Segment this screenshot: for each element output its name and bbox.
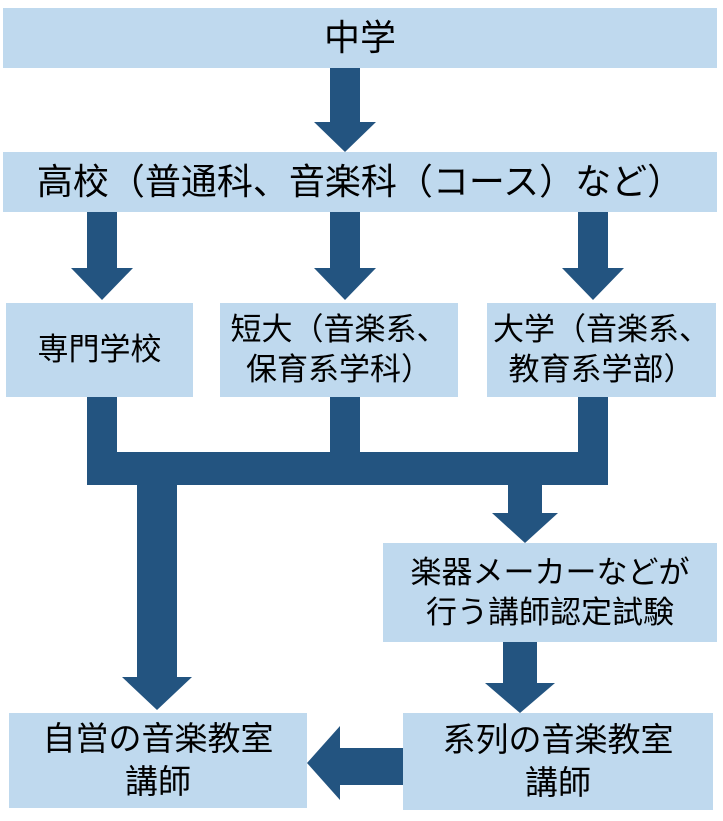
node-independent-instructor-label: 自営の音楽教室 講師 — [42, 720, 274, 800]
node-university-label: 大学（音楽系、 教育系学部） — [493, 312, 710, 387]
arrow-left-head-icon — [307, 726, 340, 800]
node-high-school-label: 高校（普通科、音楽科（コース）など） — [36, 160, 684, 202]
arrow-shaft — [578, 212, 608, 268]
arrow-shaft — [503, 642, 537, 683]
arrow-shaft — [330, 212, 360, 268]
node-vocational-school: 専門学校 — [6, 303, 193, 397]
connector-junior-college-to-bar — [330, 397, 360, 452]
arrow-shaft — [137, 485, 177, 677]
node-university: 大学（音楽系、 教育系学部） — [487, 303, 716, 397]
arrow-shaft — [330, 68, 360, 122]
arrow-down-head-icon — [122, 677, 192, 710]
node-vocational-school-label: 専門学校 — [37, 332, 162, 368]
arrow-shaft — [87, 212, 117, 268]
node-junior-college: 短大（音楽系、 保育系学科） — [220, 303, 458, 397]
connector-vocational-to-bar — [87, 397, 117, 452]
merge-bar — [87, 452, 608, 485]
node-junior-high-label: 中学 — [323, 16, 396, 58]
arrow-shaft — [508, 485, 542, 513]
arrow-down-head-icon — [492, 513, 558, 543]
node-junior-high: 中学 — [3, 8, 717, 68]
node-affiliated-instructor: 系列の音楽教室 講師 — [403, 713, 713, 810]
node-high-school: 高校（普通科、音楽科（コース）など） — [3, 152, 717, 212]
node-junior-college-label: 短大（音楽系、 保育系学科） — [230, 312, 448, 387]
node-affiliated-instructor-label: 系列の音楽教室 講師 — [442, 721, 674, 801]
arrow-down-head-icon — [314, 122, 376, 152]
node-certification-exam-label: 楽器メーカーなどが 行う講師認定試験 — [410, 554, 690, 630]
arrow-down-head-icon — [314, 268, 376, 300]
node-independent-instructor: 自営の音楽教室 講師 — [9, 713, 307, 808]
node-certification-exam: 楽器メーカーなどが 行う講師認定試験 — [383, 543, 717, 642]
arrow-down-head-icon — [485, 683, 555, 713]
arrow-shaft — [340, 748, 403, 785]
arrow-down-head-icon — [562, 268, 624, 300]
arrow-down-head-icon — [71, 268, 133, 300]
